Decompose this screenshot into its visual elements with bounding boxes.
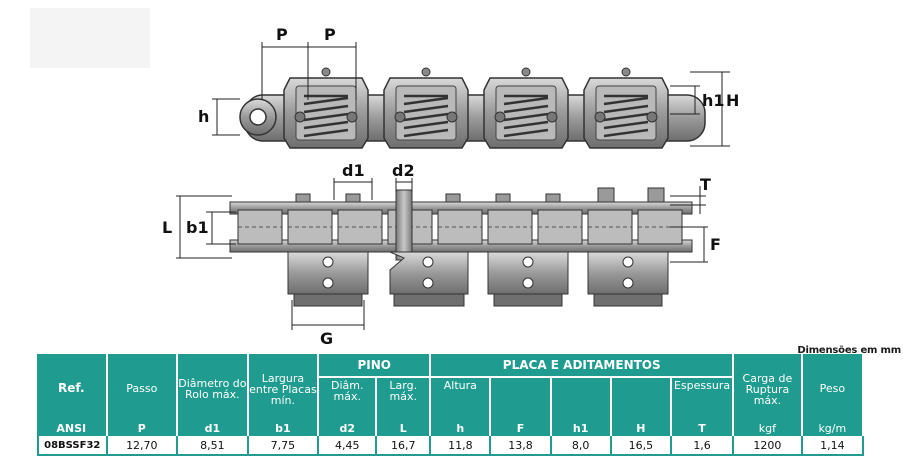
dim-label-H: H (726, 91, 739, 110)
header-d1-sym: d1 (178, 422, 249, 436)
chain-side-view (212, 42, 730, 150)
header-pino: PINO (319, 354, 432, 378)
dim-label-h: h (198, 107, 209, 126)
header-carga: Carga de Ruptura máx. (734, 354, 803, 422)
header-F-sym: F (491, 422, 552, 436)
header-pino-larg: Larg. máx. (377, 378, 432, 422)
dim-label-T: T (700, 175, 711, 194)
specification-table: Ref. Passo Diâmetro do Rolo máx. Largura… (37, 354, 864, 456)
cell-h: 11,8 (431, 436, 492, 456)
header-L-sym: L (377, 422, 432, 436)
header-espessura: Espessura (671, 378, 735, 422)
header-d2-sym: d2 (319, 422, 378, 436)
header-passo: Passo (107, 354, 179, 422)
header-b1-sym: b1 (248, 422, 320, 436)
cell-L: 16,7 (377, 436, 432, 456)
dim-label-d1: d1 (342, 161, 365, 180)
chain-top-view (176, 178, 708, 330)
header-h1-blank (551, 378, 612, 422)
cell-d2: 4,45 (319, 436, 378, 456)
table-row: 08BSSF32 12,70 8,51 7,75 4,45 16,7 11,8 … (37, 436, 864, 456)
header-placa: PLACA E ADITAMENTOS (431, 354, 735, 378)
dim-label-L: L (162, 218, 172, 237)
header-H-sym: H (611, 422, 672, 436)
header-altura: Altura (431, 378, 492, 422)
cell-h1: 8,0 (551, 436, 612, 456)
header-h1-sym: h1 (551, 422, 612, 436)
dim-label-d2: d2 (392, 161, 415, 180)
cell-ref: 08BSSF32 (37, 436, 108, 456)
cell-P: 12,70 (107, 436, 179, 456)
header-F-blank (491, 378, 552, 422)
dim-label-b1: b1 (186, 218, 209, 237)
header-h-sym: h (431, 422, 492, 436)
header-kgf: kgf (734, 422, 803, 436)
header-passo-sym: P (107, 422, 179, 436)
background-smudge (30, 8, 150, 68)
cell-kgf: 1200 (734, 436, 803, 456)
chain-technical-drawing: P P h h1 H (30, 8, 739, 348)
header-T-sym: T (671, 422, 735, 436)
cell-b1: 7,75 (248, 436, 320, 456)
header-kgm: kg/m (802, 422, 864, 436)
dim-label-h1: h1 (702, 91, 725, 110)
dim-label-G: G (320, 329, 333, 348)
header-ref: Ref. (37, 354, 108, 422)
cell-F: 13,8 (491, 436, 552, 456)
header-largura: Largura entre Placas mín. (248, 354, 320, 422)
cell-kgm: 1,14 (802, 436, 864, 456)
cell-d1: 8,51 (178, 436, 249, 456)
cell-T: 1,6 (671, 436, 735, 456)
header-diametro: Diâmetro do Rolo máx. (178, 354, 249, 422)
header-H-blank (611, 378, 672, 422)
dim-label-P2: P (324, 25, 336, 44)
header-peso: Peso (802, 354, 864, 422)
units-note: Dimensões em mm (797, 345, 901, 356)
dim-label-P1: P (276, 25, 288, 44)
dim-label-F: F (710, 235, 721, 254)
header-pino-diam: Diâm. máx. (319, 378, 378, 422)
cell-H: 16,5 (611, 436, 672, 456)
header-ansi: ANSI (37, 422, 108, 436)
